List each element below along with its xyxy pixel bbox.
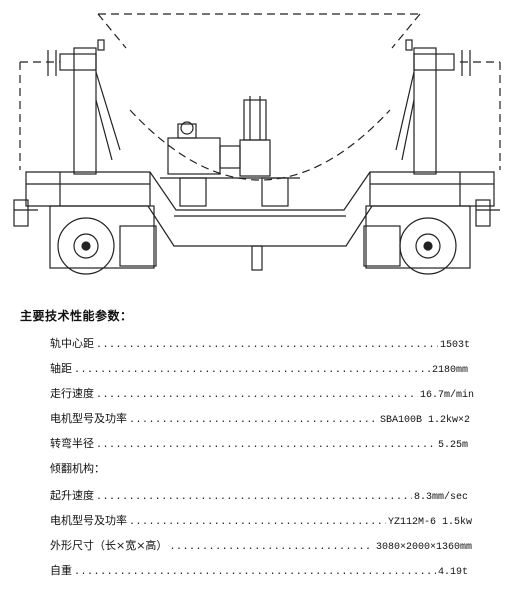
spec-value: 4.19t — [437, 567, 468, 578]
bucket-outline-dashed — [19, 13, 501, 181]
spec-value: SBA100B 1.2kw×2 — [379, 415, 470, 426]
spec-value: 2180mm — [431, 365, 468, 376]
spec-row-track-gauge: 轨中心距 ...................................… — [50, 335, 470, 351]
leader-dots: ........................................… — [129, 414, 378, 425]
spec-value: 16.7m/min — [419, 390, 474, 401]
spec-value: YZ112M-6 1.5kw — [387, 517, 472, 528]
leader-dots: ........................................… — [96, 439, 436, 450]
spec-label: 自重 — [50, 564, 72, 577]
spec-row-travel-speed: 走行速度 ...................................… — [50, 385, 474, 401]
leader-dots: ........................................… — [74, 364, 430, 375]
leader-dots: ........................................… — [96, 339, 438, 350]
spec-value: 5.25m — [437, 440, 468, 451]
machine-drawing — [13, 13, 501, 275]
leader-dots: ........................................… — [74, 566, 436, 577]
leader-dots: ........................................… — [169, 541, 374, 552]
left-bogie — [49, 205, 157, 275]
spec-row-turning-radius: 转弯半径 ...................................… — [50, 435, 468, 451]
spec-row-lift-speed: 起升速度 ...................................… — [50, 487, 468, 503]
spec-label: 起升速度 — [50, 489, 94, 502]
leader-dots: ........................................… — [129, 516, 386, 527]
spec-label: 转弯半径 — [50, 437, 94, 450]
left-column — [47, 39, 121, 175]
center-pin — [251, 245, 263, 271]
tilt-heading: 倾翻机构： — [50, 462, 105, 475]
spec-label: 电机型号及功率 — [50, 514, 127, 527]
spec-row-weight: 自重 .....................................… — [50, 562, 468, 578]
spec-value: 1503t — [439, 340, 470, 351]
motor-assembly — [160, 96, 300, 207]
spec-label: 电机型号及功率 — [50, 412, 127, 425]
spec-value: 8.3mm/sec — [413, 492, 468, 503]
spec-label: 轴距 — [50, 362, 72, 375]
spec-row-dimensions: 外形尺寸（长×宽×高） ............................… — [50, 537, 472, 553]
leader-dots: ........................................… — [96, 389, 418, 400]
spec-value: 3080×2000×1360mm — [375, 542, 472, 553]
side-brackets — [13, 199, 500, 227]
spec-label: 轨中心距 — [50, 337, 94, 350]
spec-label: 走行速度 — [50, 387, 94, 400]
spec-label: 外形尺寸（长×宽×高） — [50, 539, 168, 552]
spec-heading: 主要技术性能参数： — [20, 309, 133, 323]
right-column — [395, 39, 471, 175]
spec-row-tilt-motor: 电机型号及功率 ................................… — [50, 512, 472, 528]
spec-row-wheelbase: 轴距 .....................................… — [50, 360, 468, 376]
leader-dots: ........................................… — [96, 491, 412, 502]
right-bogie — [363, 205, 471, 275]
spec-row-motor: 电机型号及功率 ................................… — [50, 410, 470, 426]
